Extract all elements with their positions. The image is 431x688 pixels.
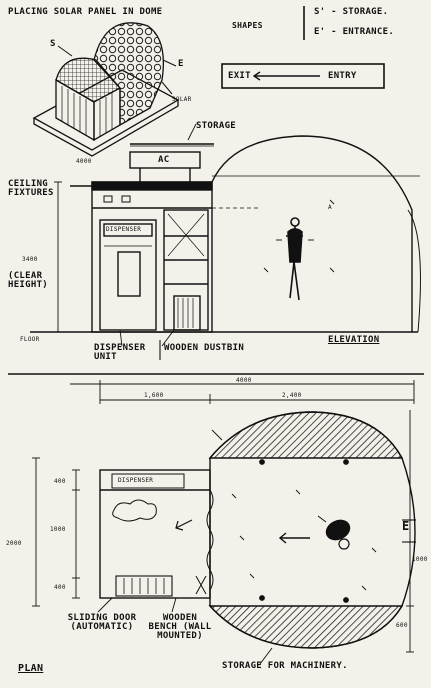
plan-dim-600: 600 (396, 622, 408, 629)
plan-dim-overall: 4000 (236, 377, 252, 384)
elev-wooden-dustbin: Wooden dustbin (164, 343, 245, 353)
legend-storage: S' - Storage. (314, 7, 389, 17)
elev-dim-4000: 4000 (76, 158, 92, 165)
plan-storage-machinery: Storage for machinery. (222, 661, 348, 671)
plan-drawing (32, 380, 416, 665)
iso-label-e: E (178, 59, 184, 69)
plan-wooden-bench: Wooden bench (wall mounted) (148, 613, 212, 641)
title-line-1: Placing solar panel in dome (8, 7, 163, 17)
legend-entrance: E' - Entrance. (314, 27, 395, 37)
elevation-drawing (30, 123, 421, 360)
plan-dim-1000-right: 1000 (412, 556, 428, 563)
elev-floor-label: Floor (20, 336, 40, 343)
flow-exit-label: EXIT (228, 71, 251, 81)
title-line-2: shapes (232, 21, 263, 30)
plan-dim-1000: 1000 (50, 526, 66, 533)
plan-dim-2000: 2000 (6, 540, 22, 547)
elev-ac-label: AC (158, 155, 170, 165)
flow-box (221, 63, 385, 89)
plan-dim-1600: 1,600 (144, 392, 164, 399)
elev-dispenser-unit: Dispenser unit (94, 343, 146, 362)
elev-dim-3400: 3400 (22, 256, 38, 263)
plan-entrance-mark: E (402, 519, 410, 533)
elev-elevation-label: Elevation (328, 335, 380, 345)
plan-dispenser-label: Dispenser (118, 477, 154, 484)
iso-label-s: S (50, 39, 56, 49)
isometric-dome-sketch (32, 22, 180, 157)
plan-dim-2400: 2,400 (282, 392, 302, 399)
elev-mark-a: A (328, 204, 332, 211)
elev-dispenser-panel: Dispenser (106, 226, 142, 233)
elev-clear-height: (Clear height) (8, 271, 49, 290)
plan-dim-400-top: 400 (54, 478, 66, 485)
plan-label: Plan (18, 663, 44, 674)
elev-ceiling-fixtures: Ceiling fixtures (8, 179, 54, 198)
iso-label-solar: Solar (172, 96, 192, 103)
flow-entry-label: ENTRY (328, 71, 357, 81)
plan-sliding-door: Sliding door (Automatic) (67, 613, 137, 632)
elev-storage-label: Storage (196, 121, 237, 131)
plan-dim-400-bot: 400 (54, 584, 66, 591)
